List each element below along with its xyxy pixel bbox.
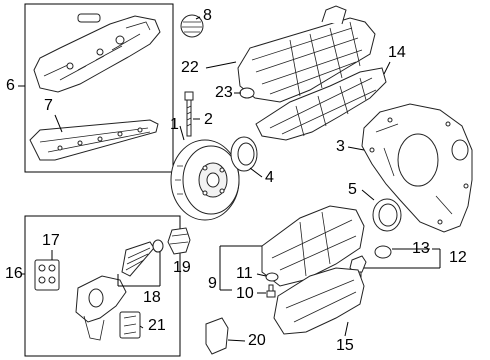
callout-21: 21 <box>148 317 166 334</box>
callout-18: 18 <box>143 289 161 306</box>
callout-1: 1 <box>170 116 179 133</box>
callout-19: 19 <box>173 259 191 276</box>
oil-filler-cap <box>180 14 204 38</box>
oil-filter-group-box <box>24 215 181 357</box>
oil-filter-housing <box>75 275 127 341</box>
callout-17: 17 <box>42 232 60 249</box>
callout-23: 23 <box>215 84 233 101</box>
intake-manifold <box>237 5 376 103</box>
valve-cover <box>33 13 161 93</box>
callout-9: 9 <box>208 275 217 292</box>
callout-14: 14 <box>388 44 406 61</box>
washer <box>265 272 279 282</box>
bolt <box>184 91 194 137</box>
plug-cap <box>374 245 392 259</box>
valve-cover-group-box <box>24 3 174 173</box>
callout-7: 7 <box>44 97 53 114</box>
upper-oil-pan <box>261 205 365 287</box>
front-seal <box>230 136 258 172</box>
callout-2: 2 <box>204 111 213 128</box>
callout-5: 5 <box>348 181 357 198</box>
leader-lines <box>18 16 441 342</box>
rear-seal <box>372 198 402 232</box>
callout-6: 6 <box>6 77 15 94</box>
oil-baffle <box>205 317 229 355</box>
drain-plug <box>266 284 276 298</box>
callout-15: 15 <box>336 337 354 354</box>
screw-kit <box>119 311 141 339</box>
callout-13: 13 <box>412 240 430 257</box>
callout-8: 8 <box>203 7 212 24</box>
callout-10: 10 <box>236 285 254 302</box>
callout-11: 11 <box>236 265 253 282</box>
o-ring <box>152 239 164 253</box>
seal-kit <box>34 259 60 291</box>
callout-3: 3 <box>336 138 345 155</box>
callout-16: 16 <box>5 265 23 282</box>
vibration-damper <box>170 139 240 221</box>
callout-22: 22 <box>181 59 199 76</box>
callout-4: 4 <box>265 169 274 186</box>
callout-20: 20 <box>248 332 266 349</box>
lower-oil-pan <box>273 267 365 335</box>
callout-12: 12 <box>449 249 467 266</box>
valve-cover-gasket <box>29 119 159 161</box>
timing-cover <box>361 103 473 233</box>
cylinder-head-cover <box>255 67 387 141</box>
filter-cap <box>167 227 191 255</box>
seal-ring <box>239 87 255 99</box>
oil-filter-element <box>121 241 155 277</box>
